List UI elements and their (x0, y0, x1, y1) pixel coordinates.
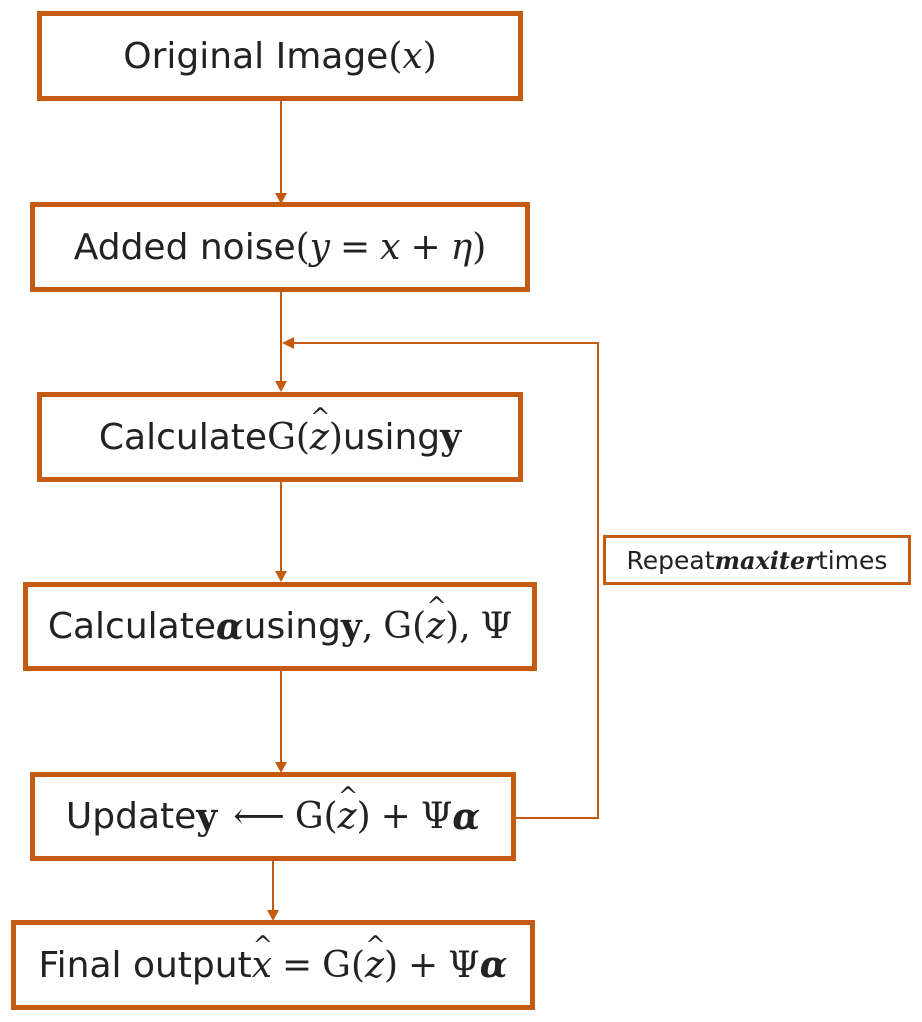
arrowhead-noise (275, 193, 287, 204)
math-plus: + (380, 796, 411, 837)
box-calc-alpha-using: using (243, 606, 341, 647)
math-z-hat: z (338, 796, 357, 837)
math-paren-open: ( (412, 606, 427, 647)
box-final-label: Final output (38, 944, 252, 986)
box-calculate-alpha: Calculate α using y,G(z),Ψ (23, 582, 537, 671)
math-paren-close: ) (383, 944, 398, 986)
math-paren-open: ( (323, 796, 338, 837)
math-x-hat: x (252, 945, 272, 986)
math-var-x: x (402, 35, 423, 77)
arrowhead-calc-g (275, 381, 287, 392)
box-original-image: Original Image (x) (37, 11, 523, 101)
math-g: G (383, 606, 413, 647)
math-g: G (294, 796, 324, 837)
math-g: G (322, 944, 351, 986)
math-psi: Ψ (480, 606, 513, 647)
box-update: Update y ⟵G(z)+Ψα (30, 772, 516, 861)
math-var-x: x (380, 226, 401, 268)
math-alpha: α (452, 795, 481, 838)
box-calc-alpha-label: Calculate (47, 606, 216, 647)
box-original-label: Original Image (123, 35, 389, 77)
arrowhead-final (267, 910, 279, 921)
box-calc-g-label: Calculate (98, 416, 268, 458)
math-var-y: y (309, 226, 330, 268)
math-paren-close: ) (472, 226, 487, 268)
box-calculate-g: Calculate G(z) using y (37, 392, 523, 482)
box-noise-label: Added noise (73, 226, 296, 268)
math-alpha: α (215, 605, 244, 648)
math-psi: Ψ (420, 796, 453, 837)
math-comma: , (361, 606, 374, 647)
math-bold-y: y (440, 416, 462, 458)
loop-label-repeat: Repeat (626, 545, 715, 575)
math-left-arrow: ⟵ (233, 796, 285, 837)
loop-label-times: times (817, 545, 888, 575)
loop-label-maxiter: maxiter (714, 545, 818, 575)
box-calc-g-using: using (342, 416, 441, 458)
math-paren-close: ) (422, 35, 437, 77)
math-plus: + (408, 944, 439, 986)
box-final-output: Final output x=G(z)+Ψα (11, 920, 535, 1010)
math-psi: Ψ (448, 944, 480, 986)
math-paren-open: ( (350, 944, 365, 986)
math-bold-y: y (196, 795, 218, 838)
box-added-noise: Added noise (y=x+η) (30, 202, 530, 292)
math-paren-open: ( (295, 226, 310, 268)
loop-back-line (292, 342, 599, 819)
math-alpha: α (479, 944, 508, 986)
math-equals: = (282, 944, 313, 986)
box-update-label: Update (65, 796, 197, 837)
math-var-eta: η (450, 226, 473, 268)
math-g: G (267, 416, 296, 458)
math-equals: = (340, 226, 371, 268)
math-bold-y: y (340, 605, 362, 648)
math-z-hat: z (310, 417, 329, 458)
math-comma: , (459, 606, 471, 647)
math-paren-open: ( (388, 35, 403, 77)
math-plus: + (410, 226, 441, 268)
loop-label: Repeat maxiter times (603, 535, 911, 585)
arrowhead-calc-alpha (275, 571, 287, 582)
math-z-hat: z (426, 606, 445, 647)
arrowhead-loop (282, 337, 294, 349)
math-paren-close: ) (356, 796, 371, 837)
arrowhead-update (275, 762, 287, 773)
math-paren-close: ) (445, 606, 460, 647)
math-z-hat: z (365, 945, 384, 986)
math-paren-open: ( (295, 416, 310, 458)
math-paren-close: ) (328, 416, 343, 458)
